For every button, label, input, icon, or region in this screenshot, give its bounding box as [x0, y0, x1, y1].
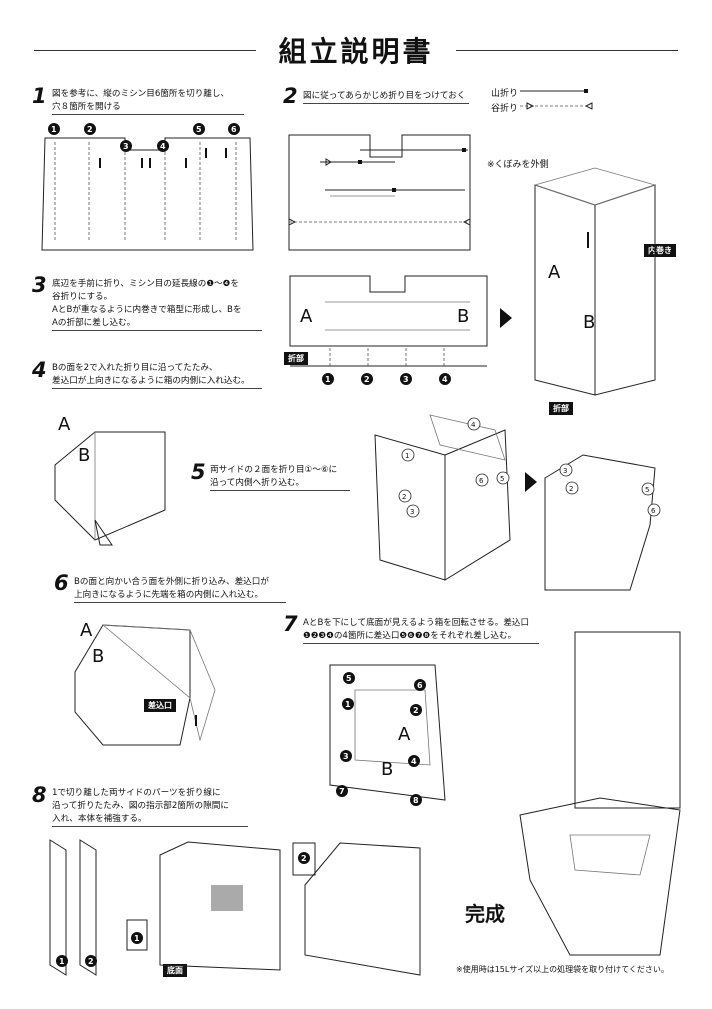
- step-4-box: A B: [54, 414, 166, 546]
- step-5-box: [374, 414, 511, 581]
- legend-valley-mark-left: [526, 102, 535, 110]
- step-3-box-label-a: A: [548, 262, 561, 283]
- step-2-text: 図に従ってあらかじめ折り目をつけておく: [303, 90, 469, 104]
- step-7-markers: 1 2 3 4 5 6 7 8: [336, 672, 426, 806]
- step-4-label-b: B: [78, 445, 90, 466]
- svg-text:5: 5: [645, 486, 649, 494]
- svg-text:2: 2: [569, 485, 573, 493]
- fold-part-tag-step3b: 折部: [549, 402, 573, 415]
- svg-text:3: 3: [410, 508, 414, 516]
- dent-note: ※くぼみを外側: [487, 160, 549, 170]
- svg-text:4: 4: [411, 757, 417, 766]
- bottom-tag: 底面: [163, 964, 187, 977]
- svg-text:2: 2: [364, 375, 370, 384]
- legend-mountain-mark: [584, 89, 588, 93]
- svg-text:2: 2: [87, 125, 93, 134]
- step-5-text: 両サイドの２面を折り目①〜⑥に 沿って内側へ折り込む。: [210, 464, 350, 491]
- completed-box: [519, 631, 681, 956]
- step-7-label-b: B: [381, 759, 393, 780]
- step-1-number: 1: [32, 84, 47, 108]
- step-2-number: 2: [283, 84, 298, 108]
- insert-slot-tag: 差込口: [144, 699, 176, 712]
- svg-text:6: 6: [651, 507, 656, 515]
- step-3-sheet: A B: [289, 275, 488, 367]
- title-rule-right: [456, 50, 678, 51]
- fold-part-tag-step3: 折部: [284, 352, 308, 365]
- svg-text:4: 4: [471, 421, 476, 429]
- step-3-arrow: [500, 308, 512, 328]
- svg-text:1: 1: [325, 375, 331, 384]
- step-3-box: A B: [533, 167, 657, 396]
- svg-text:2: 2: [402, 493, 406, 501]
- step-4-text: Bの面を2で入れた折り目に沿ってたたみ、 差込口が上向きになるように箱の内側に入…: [52, 362, 262, 389]
- legend-mountain-label: 山折り: [491, 89, 519, 99]
- svg-text:4: 4: [160, 142, 166, 151]
- step-4-number: 4: [32, 358, 47, 382]
- step-6-label-b: B: [92, 646, 104, 667]
- svg-text:3: 3: [403, 375, 409, 384]
- page-title: 組立説明書: [278, 35, 434, 68]
- step-3-text: 底辺を手前に折り、ミシン目の延長線の❶〜❹を 谷折りにする。 AとBが重なるよう…: [52, 278, 262, 331]
- step-3-markers: 1 2 3 4: [322, 373, 451, 385]
- svg-text:2: 2: [88, 957, 94, 966]
- step-5-result-markers: 3 2 5 6: [559, 463, 661, 517]
- svg-text:1: 1: [134, 934, 140, 943]
- usage-note: ※使用時は15Lサイズ以上の処理袋を取り付けてください。: [456, 965, 669, 974]
- svg-text:6: 6: [479, 477, 484, 485]
- step-7-number: 7: [283, 612, 298, 636]
- step-4-label-a: A: [58, 414, 71, 435]
- svg-text:5: 5: [196, 125, 202, 134]
- svg-text:5: 5: [346, 674, 352, 683]
- step-6-number: 6: [54, 571, 69, 595]
- step-1-text: 図を参考に、縦のミシン目6箇所を切り離し、 穴８箇所を開ける: [52, 88, 244, 115]
- step-6-text: Bの面と向かい合う面を外側に折り込み、差込口が 上向きになるように先端を箱の内側…: [74, 576, 286, 603]
- legend-valley-mark-right: [584, 102, 593, 110]
- step-1-markers: 1 2 3 4 5 6: [48, 123, 240, 152]
- svg-text:6: 6: [231, 125, 237, 134]
- step-5-markers: 1 2 3 4 5 6: [398, 417, 510, 518]
- svg-text:3: 3: [123, 142, 129, 151]
- step-7-text: AとBを下にして底面が見えるよう箱を回転させる。差込口 ❶❷❸❹の4箇所に差込口…: [303, 617, 539, 644]
- step-1-sheet: [41, 137, 254, 251]
- step-8-text: 1で切り離した両サイドのパーツを折り線に 沿って折りたたみ、図の指示部2箇所の隙…: [52, 787, 248, 827]
- step-3-label-b: B: [457, 306, 469, 327]
- legend-valley-label: 谷折り: [491, 104, 519, 114]
- svg-text:3: 3: [563, 467, 567, 475]
- svg-text:1: 1: [59, 957, 65, 966]
- svg-text:2: 2: [413, 706, 419, 715]
- step-7-box: A B: [329, 664, 446, 801]
- step-3-label-a: A: [300, 306, 313, 327]
- step-5-result: [544, 454, 656, 591]
- inner-roll-tag: 内巻き: [644, 244, 676, 257]
- step-7-label-a: A: [398, 724, 411, 745]
- svg-text:1: 1: [405, 452, 409, 460]
- step-2-sheet: [288, 134, 471, 251]
- svg-text:1: 1: [345, 700, 351, 709]
- svg-text:4: 4: [442, 375, 448, 384]
- step-6-box: A B: [74, 620, 216, 746]
- svg-text:6: 6: [417, 681, 423, 690]
- svg-text:7: 7: [339, 787, 345, 796]
- svg-text:2: 2: [301, 854, 307, 863]
- step-8-box-1: 1: [126, 841, 281, 971]
- step-8-box-2: 2: [292, 842, 421, 976]
- step-6-label-a: A: [80, 620, 93, 641]
- step-5-arrow: [525, 472, 537, 492]
- step-5-number: 5: [191, 460, 206, 484]
- svg-text:1: 1: [51, 125, 57, 134]
- svg-text:8: 8: [413, 796, 419, 805]
- step-3-number: 3: [32, 273, 47, 297]
- step-3-box-label-b: B: [583, 312, 595, 333]
- svg-text:3: 3: [343, 752, 349, 761]
- done-label: 完成: [465, 902, 505, 926]
- title-rule-left: [34, 50, 256, 51]
- step-8-strips: 1 2: [49, 839, 97, 976]
- svg-text:5: 5: [500, 475, 504, 483]
- step-8-number: 8: [32, 783, 47, 807]
